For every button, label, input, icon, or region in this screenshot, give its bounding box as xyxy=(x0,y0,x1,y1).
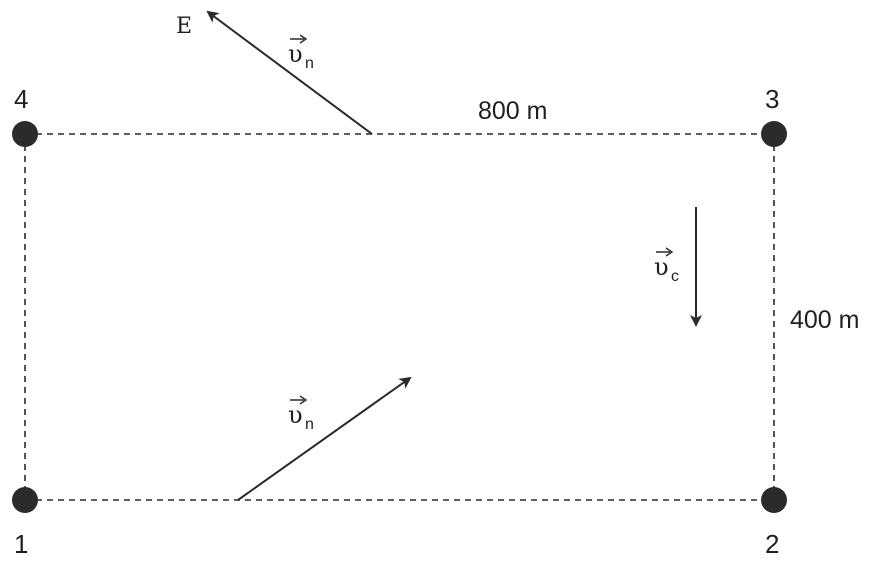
dashed-rectangle xyxy=(24,133,775,501)
vector-symbol-top: υ xyxy=(288,40,303,68)
direction-label-e: E xyxy=(176,14,192,39)
vector-subscript-top: n xyxy=(305,55,314,72)
corner-point-2 xyxy=(761,487,787,513)
corner-label-4: 4 xyxy=(14,84,28,114)
corner-label-1: 1 xyxy=(14,529,28,559)
corner-label-2: 2 xyxy=(765,529,779,559)
vector-symbol-bottom: υ xyxy=(288,401,303,429)
vector-subscript-bottom: n xyxy=(305,416,314,433)
vector-label-bottom: υ n xyxy=(288,395,314,433)
corner-label-3: 3 xyxy=(765,84,779,114)
vector-symbol-current: υ xyxy=(654,253,669,281)
corner-point-4 xyxy=(12,121,38,147)
vector-overarrow-head-current xyxy=(665,247,674,257)
corner-point-3 xyxy=(761,121,787,147)
vector-overarrow-head-top xyxy=(299,34,308,44)
boat-velocity-arrow-bottom xyxy=(237,376,412,501)
width-dimension-label: 800 m xyxy=(478,97,547,125)
vector-label-top: υ n xyxy=(288,34,314,72)
corner-point-1 xyxy=(12,487,38,513)
vector-subscript-current: c xyxy=(671,268,679,285)
height-dimension-label: 400 m xyxy=(790,306,859,334)
boat-velocity-arrow-top xyxy=(206,10,373,135)
vector-label-current: υ c xyxy=(654,247,679,285)
vector-overarrow-head-bottom xyxy=(299,395,308,405)
